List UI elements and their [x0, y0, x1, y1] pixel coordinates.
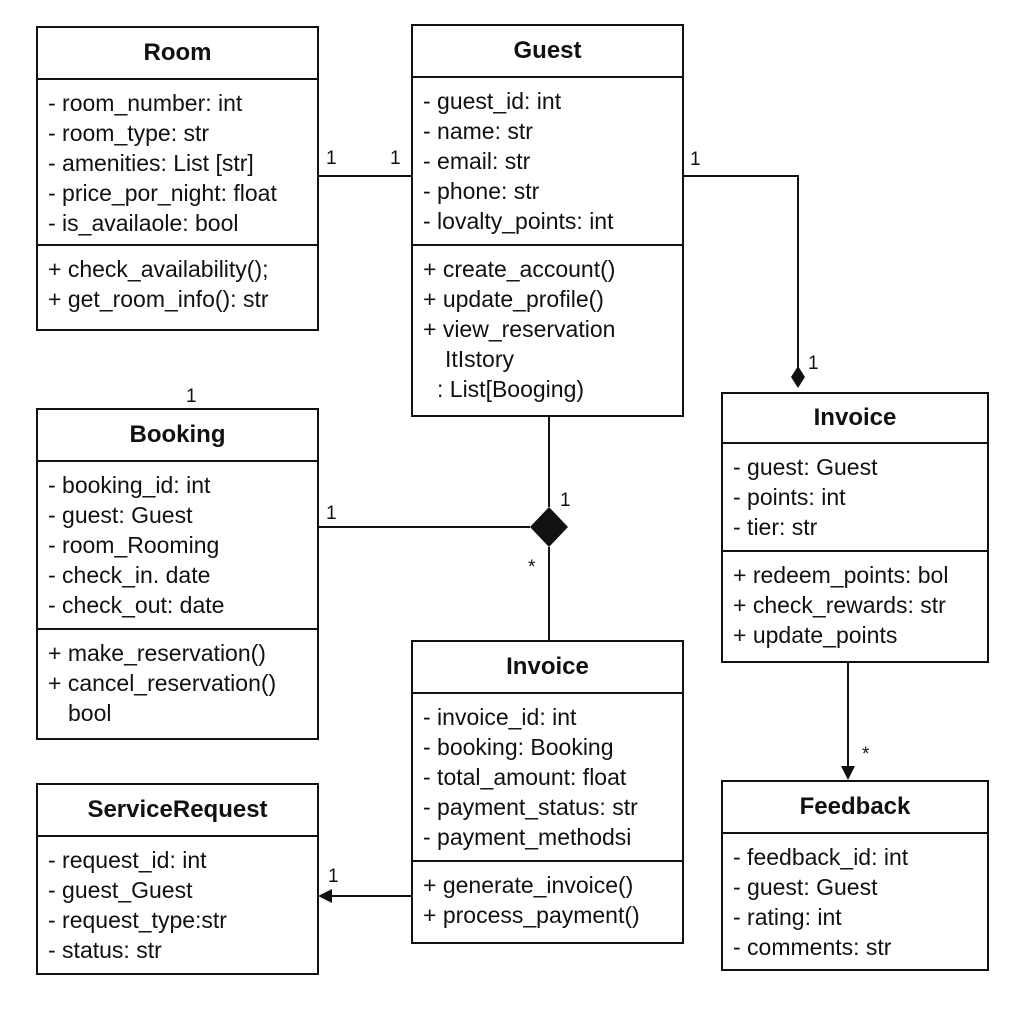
class-invoice-right-attributes: - guest: Guest - points: int - tier: str: [723, 444, 987, 552]
attribute: - is_availaole: bool: [48, 210, 239, 236]
operation: + update_points: [733, 622, 898, 648]
operation: + create_account(): [423, 256, 616, 282]
attribute: - guest: Guest: [48, 502, 193, 528]
guest-invoice-diamond: [791, 366, 805, 388]
class-service-request-attributes: - request_id: int - guest_Guest - reques…: [38, 837, 317, 971]
attribute: - email: str: [423, 148, 531, 174]
attribute: - comments: str: [733, 934, 892, 960]
composition-diamond: [530, 507, 568, 547]
attribute: - guest: Guest: [733, 454, 878, 480]
attribute: - status: str: [48, 937, 162, 963]
mult-booking-top: 1: [186, 386, 197, 407]
operation: : List[Booging): [437, 376, 585, 402]
class-guest-operations: + create_account() + update_profile() + …: [413, 246, 682, 410]
operation: + cancel_reservation(): [48, 670, 277, 696]
operation: + make_reservation(): [48, 640, 266, 666]
class-invoice-right-name: Invoice: [723, 394, 987, 444]
attribute: - room_type: str: [48, 120, 210, 146]
class-guest: Guest - guest_id: int - name: str - emai…: [411, 24, 684, 417]
attribute: - booking: Booking: [423, 734, 614, 760]
class-invoice-center-name: Invoice: [413, 642, 682, 694]
invoice-service-arrowhead: [318, 889, 332, 903]
class-service-request-name: ServiceRequest: [38, 785, 317, 837]
operation: + process_payment(): [423, 902, 640, 928]
attribute: - guest_id: int: [423, 88, 562, 114]
class-feedback: Feedback - feedback_id: int - guest: Gue…: [721, 780, 989, 971]
attribute: - payment_status: str: [423, 794, 638, 820]
attribute: - rating: int: [733, 904, 842, 930]
invoice-feedback-arrowhead: [841, 766, 855, 780]
operation: + redeem_points: bol: [733, 562, 949, 588]
operation: + get_room_info(): str: [48, 286, 269, 312]
class-invoice-center: Invoice - invoice_id: int - booking: Boo…: [411, 640, 684, 944]
attribute: - phone: str: [423, 178, 540, 204]
attribute: - feedback_id: int: [733, 844, 909, 870]
attribute: - request_id: int: [48, 847, 207, 873]
attribute: - amenities: List [str]: [48, 150, 254, 176]
mult-room-guest-guest-end: 1: [390, 148, 401, 169]
class-booking-operations: + make_reservation() + cancel_reservatio…: [38, 630, 317, 734]
class-guest-attributes: - guest_id: int - name: str - email: str…: [413, 78, 682, 246]
class-service-request: ServiceRequest - request_id: int - guest…: [36, 783, 319, 975]
attribute: - payment_methodsi: [423, 824, 632, 850]
class-booking-attributes: - booking_id: int - guest: Guest - room_…: [38, 462, 317, 630]
mult-guest-invoice-guest-end: 1: [690, 149, 701, 170]
mult-booking-link: 1: [326, 503, 337, 524]
class-room-attributes: - room_number: int - room_type: str - am…: [38, 80, 317, 246]
class-guest-name: Guest: [413, 26, 682, 78]
attribute: - invoice_id: int: [423, 704, 577, 730]
attribute: - tier: str: [733, 514, 818, 540]
class-invoice-right-operations: + redeem_points: bol + check_rewards: st…: [723, 552, 987, 656]
attribute: - price_por_night: float: [48, 180, 277, 206]
class-booking: Booking - booking_id: int - guest: Guest…: [36, 408, 319, 740]
attribute: - total_amount: float: [423, 764, 627, 790]
class-invoice-center-attributes: - invoice_id: int - booking: Booking - t…: [413, 694, 682, 862]
operation: + update_profile(): [423, 286, 604, 312]
mult-diamond-bottom: *: [528, 557, 536, 578]
guest-invoice-association: [683, 175, 799, 368]
class-invoice-center-operations: + generate_invoice() + process_payment(): [413, 862, 682, 936]
mult-invoice-service: 1: [328, 866, 339, 887]
operation: bool: [68, 700, 112, 726]
class-room-operations: + check_availability(); + get_room_info(…: [38, 246, 317, 320]
mult-room-guest-room-end: 1: [326, 148, 337, 169]
attribute: - booking_id: int: [48, 472, 211, 498]
attribute: - check_in. date: [48, 562, 211, 588]
class-feedback-name: Feedback: [723, 782, 987, 834]
operation: + view_reservation: [423, 316, 616, 342]
operation: ItIstory: [445, 346, 515, 372]
operation: + generate_invoice(): [423, 872, 634, 898]
attribute: - room_number: int: [48, 90, 243, 116]
class-feedback-attributes: - feedback_id: int - guest: Guest - rati…: [723, 834, 987, 968]
attribute: - check_out: date: [48, 592, 225, 618]
operation: + check_rewards: str: [733, 592, 946, 618]
class-booking-name: Booking: [38, 410, 317, 462]
mult-invoice-feedback: *: [862, 744, 870, 765]
mult-guest-invoice-invoice-end: 1: [808, 353, 819, 374]
attribute: - guest: Guest: [733, 874, 878, 900]
attribute: - room_Rooming: [48, 532, 220, 558]
class-room-name: Room: [38, 28, 317, 80]
attribute: - guest_Guest: [48, 877, 193, 903]
attribute: - lovalty_points: int: [423, 208, 614, 234]
attribute: - points: int: [733, 484, 846, 510]
mult-diamond-top: 1: [560, 490, 571, 511]
operation: + check_availability();: [48, 256, 269, 282]
attribute: - request_type:str: [48, 907, 227, 933]
class-room: Room - room_number: int - room_type: str…: [36, 26, 319, 331]
attribute: - name: str: [423, 118, 533, 144]
class-invoice-right: Invoice - guest: Guest - points: int - t…: [721, 392, 989, 663]
